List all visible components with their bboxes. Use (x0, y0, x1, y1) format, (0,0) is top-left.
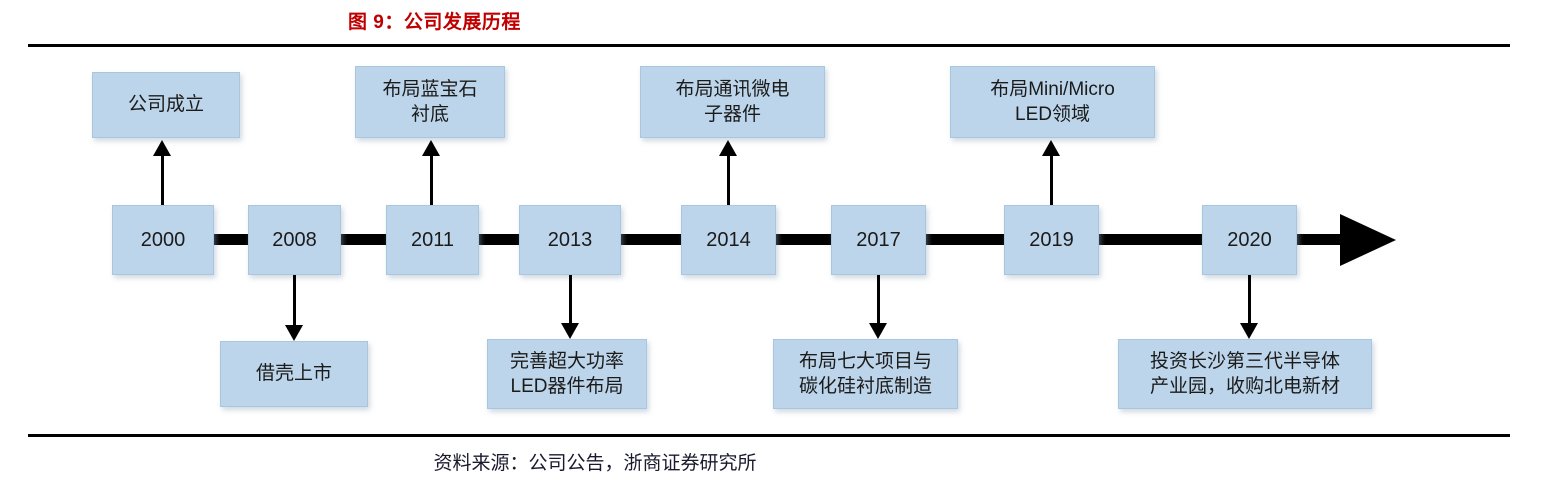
connector-line-2000 (161, 155, 164, 205)
connector-arrow-2020 (1240, 323, 1258, 339)
spine-segment-5 (775, 234, 832, 245)
spine-segment-1 (213, 234, 249, 245)
timeline-year-2008[interactable]: 2008 (248, 205, 341, 275)
connector-line-2011 (430, 155, 433, 205)
source-note: 资料来源：公司公告，浙商证券研究所 (433, 452, 757, 474)
event-box-2008-backdoor-listing[interactable]: 借壳上市 (220, 341, 368, 407)
event-box-2000-company-founded[interactable]: 公司成立 (92, 72, 240, 138)
spine-segment-8 (1295, 234, 1357, 245)
timeline-year-2020[interactable]: 2020 (1202, 205, 1297, 275)
divider-bottom (28, 434, 1510, 437)
timeline-year-2017[interactable]: 2017 (831, 205, 926, 275)
timeline-year-2013[interactable]: 2013 (519, 205, 621, 275)
connector-arrow-2011 (422, 140, 440, 156)
connector-arrow-2013 (561, 323, 579, 339)
connector-line-2014 (727, 155, 730, 205)
connector-line-2020 (1248, 275, 1251, 323)
event-box-2013-high-power-led[interactable]: 完善超大功率 LED器件布局 (487, 339, 647, 409)
spine-segment-6 (925, 234, 1005, 245)
event-box-2017-seven-projects-sic[interactable]: 布局七大项目与 碳化硅衬底制造 (773, 339, 958, 409)
event-box-2011-sapphire-substrate[interactable]: 布局蓝宝石 衬底 (355, 66, 505, 138)
connector-line-2019 (1050, 155, 1053, 205)
timeline-year-2000[interactable]: 2000 (112, 205, 214, 275)
connector-arrow-2014 (719, 140, 737, 156)
connector-line-2013 (569, 275, 572, 323)
spine-segment-4 (620, 234, 682, 245)
connector-arrow-2019 (1042, 140, 1060, 156)
connector-arrow-2000 (153, 140, 171, 156)
spine-segment-3 (478, 234, 520, 245)
event-box-2014-comm-microelectronics[interactable]: 布局通讯微电 子器件 (640, 66, 825, 138)
divider-top (28, 44, 1510, 47)
connector-arrow-2008 (285, 325, 303, 341)
timeline-year-2014[interactable]: 2014 (681, 205, 776, 275)
timeline-year-2011[interactable]: 2011 (386, 205, 479, 275)
timeline-year-2019[interactable]: 2019 (1004, 205, 1099, 275)
connector-line-2008 (293, 275, 296, 325)
connector-arrow-2017 (869, 323, 887, 339)
figure-title: 图 9：公司发展历程 (348, 12, 521, 33)
spine-segment-7 (1098, 234, 1203, 245)
event-box-2019-mini-micro-led[interactable]: 布局Mini/Micro LED领域 (950, 66, 1155, 138)
spine-segment-2 (340, 234, 387, 245)
event-box-2020-changsha-semiconductor[interactable]: 投资长沙第三代半导体 产业园，收购北电新材 (1118, 339, 1372, 409)
connector-line-2017 (877, 275, 880, 323)
timeline-arrow-head (1340, 214, 1396, 266)
